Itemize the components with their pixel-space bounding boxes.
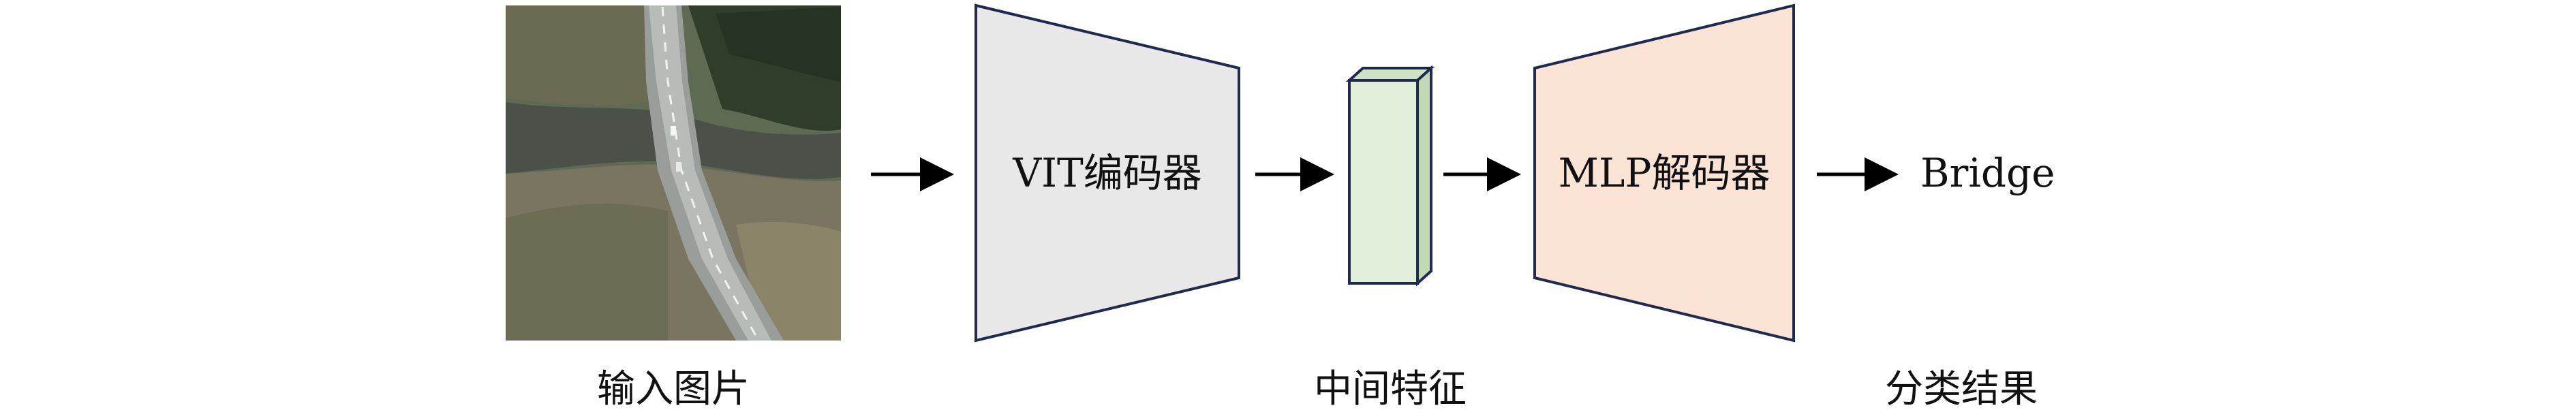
intermediate-feature-block	[1345, 65, 1435, 287]
mlp-decoder-block	[1533, 3, 1795, 343]
vit-encoder-label: VIT编码器	[1012, 150, 1201, 196]
input-image	[506, 5, 841, 341]
intermediate-feature-caption: 中间特征	[1314, 367, 1467, 410]
output-label: Bridge	[1920, 150, 2055, 196]
vit-encoder-block	[975, 3, 1240, 343]
input-image-caption: 输入图片	[597, 367, 750, 410]
mlp-decoder-label: MLP解码器	[1559, 150, 1770, 196]
output-caption: 分类结果	[1885, 367, 2038, 410]
